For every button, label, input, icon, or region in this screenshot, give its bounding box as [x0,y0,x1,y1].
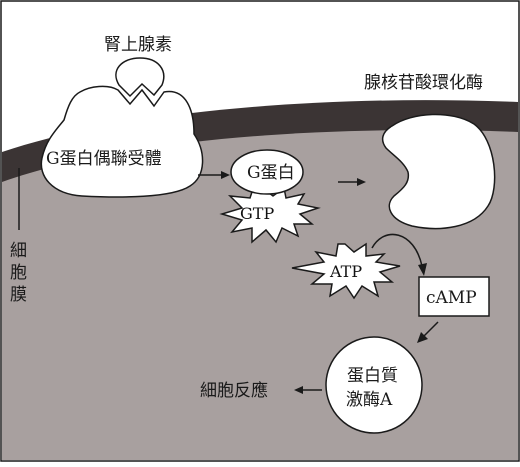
arrow-cyclase-to-camp-curve [371,233,423,267]
cell-response-label: 細胞反應 [200,380,268,401]
arrow-receptor-to-gprotein-head [221,171,230,179]
membrane-label-char-1: 細 [10,241,27,261]
epinephrine-label: 腎上腺素 [104,35,172,55]
arrow-cyclase-to-camp-head [418,263,427,276]
gtp-starburst [219,185,321,244]
atp-starburst [291,242,401,300]
gtp-label: GTP [240,204,274,223]
membrane-label-char-3: 膜 [10,285,27,305]
adenylate-cyclase-shape [381,113,496,230]
arrow-camp-to-pka-head [417,332,428,343]
protein-kinase-a-label-line1: 蛋白質 [347,366,398,386]
membrane-label-char-2: 胞 [10,263,27,283]
protein-kinase-a-label-line2: 激酶A [346,390,393,410]
arrow-gprotein-to-cyclase-head [357,178,366,186]
receptor-label: G蛋白偶聯受體 [46,149,162,169]
epinephrine-molecule [115,57,165,98]
camp-label: cAMP [426,288,477,308]
camp-box [418,276,490,317]
protein-kinase-a-shape [325,336,423,434]
g-protein-label: G蛋白 [247,163,295,183]
arrow-camp-to-pka-line [423,321,439,337]
adenylate-cyclase-label: 腺核苷酸環化酶 [364,73,483,93]
arrow-pka-to-response-head [294,386,303,394]
atp-label: ATP [329,262,362,281]
g-protein-shape [230,149,304,195]
receptor-shape [40,85,204,198]
